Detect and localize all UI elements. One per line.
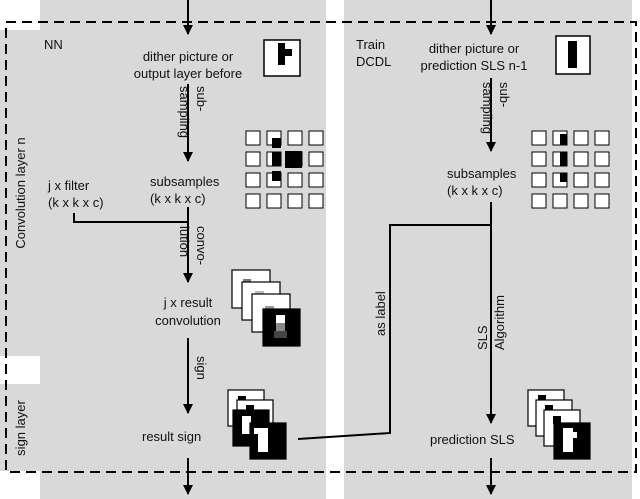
dashed-frame <box>5 21 637 473</box>
dcdl-title-line2: DCDL <box>356 54 391 69</box>
nn-title: NN <box>44 37 63 52</box>
dcdl-subsampling-1: sub- <box>497 82 512 107</box>
dcdl-input-picture <box>555 35 591 75</box>
conv-layer-label: Convolution layer n <box>13 137 28 248</box>
nn-panel <box>40 0 326 499</box>
dcdl-input-line1: dither picture or <box>429 41 520 56</box>
dcdl-title-line1: Train <box>356 37 385 52</box>
dcdl-subsampling-2: sampling <box>480 82 495 134</box>
nn-subsampling-1: sub- <box>194 86 209 111</box>
dcdl-subsamples-line2: (k x k x c) <box>447 183 503 198</box>
nn-result-conv-line1: j x result <box>163 295 213 310</box>
nn-convolution-1: convo- <box>194 226 209 265</box>
dcdl-subsamples-line1: subsamples <box>447 166 517 181</box>
nn-filter-line1: j x filter <box>47 178 90 193</box>
dcdl-input-line2: prediction SLS n-1 <box>421 58 528 73</box>
nn-subsampling-2: sampling <box>177 86 192 138</box>
nn-result-sign-stack <box>227 389 287 460</box>
nn-grid-marks <box>272 138 302 181</box>
nn-filter-line2: (k x k x c) <box>48 195 104 210</box>
nn-subsamples-line1: subsamples <box>150 174 220 189</box>
nn-input-picture <box>263 39 301 77</box>
dcdl-prediction-stack <box>527 389 591 460</box>
sign-layer-label: sign layer <box>13 400 28 456</box>
nn-input-line2: output layer before <box>134 66 242 81</box>
as-label-text: as label <box>373 291 388 336</box>
dcdl-sls-label-2: Algorithm <box>492 295 507 350</box>
nn-convolution-2: lution <box>177 226 192 257</box>
nn-filter-connector <box>73 213 188 223</box>
nn-result-sign: result sign <box>142 429 201 444</box>
nn-subsamples-line2: (k x k x c) <box>150 191 206 206</box>
as-label-connector <box>297 224 491 440</box>
dcdl-prediction: prediction SLS <box>430 432 515 447</box>
nn-sign-label: sign <box>194 356 209 380</box>
dcdl-grid-marks <box>560 134 567 182</box>
nn-result-conv-stack <box>231 269 301 347</box>
bottom-strip-left <box>40 484 326 499</box>
bottom-strip-right <box>344 484 632 499</box>
nn-result-conv-line2: convolution <box>155 313 221 328</box>
nn-input-line1: dither picture or <box>143 49 234 64</box>
dcdl-sls-label-1: SLS <box>475 325 490 350</box>
